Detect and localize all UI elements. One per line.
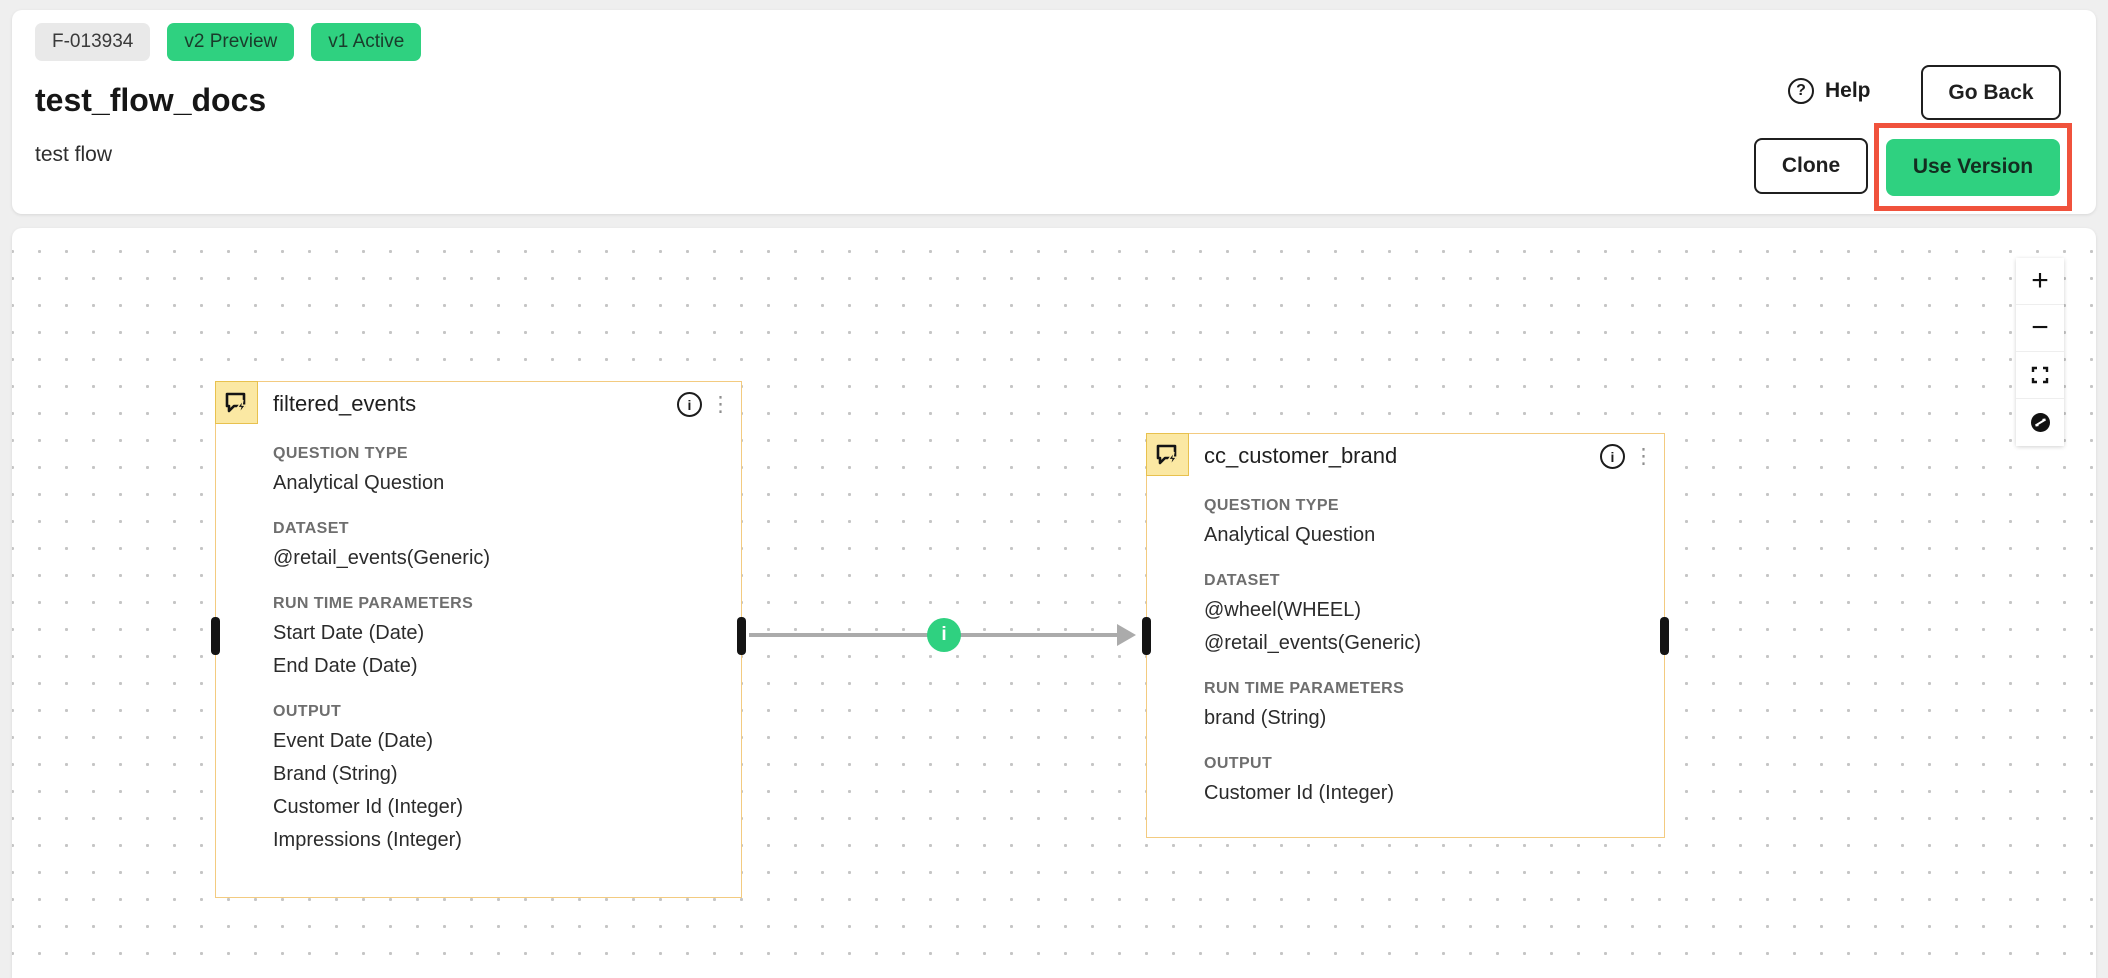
section-label: RUN TIME PARAMETERS — [1204, 680, 1405, 697]
go-back-button[interactable]: Go Back — [1921, 65, 2061, 120]
page-title: test_flow_docs — [35, 82, 267, 118]
help-label: Help — [1825, 79, 1871, 102]
flow-id-badge: F-013934 — [35, 23, 151, 61]
version-badge-v2[interactable]: v2 Preview — [167, 23, 295, 61]
highlight-annotation-box: Use Version — [1874, 123, 2072, 211]
chat-bolt-icon — [1145, 432, 1189, 476]
node-title: cc_customer_brand — [1204, 442, 1398, 468]
section-value: Customer Id (Integer) — [1204, 782, 1395, 804]
input-handle[interactable] — [211, 617, 220, 655]
node-menu-icon[interactable]: ⋮ — [710, 392, 731, 416]
section-label: OUTPUT — [1204, 755, 1273, 772]
edge-info-badge[interactable]: i — [927, 618, 961, 652]
section-label: DATASET — [273, 520, 349, 537]
node-menu-icon[interactable]: ⋮ — [1633, 444, 1654, 468]
section-value: End Date (Date) — [273, 655, 418, 677]
header-card: F-013934 v2 Preview v1 Active test_flow_… — [12, 10, 2096, 214]
zoom-out-button[interactable]: − — [2016, 305, 2064, 352]
badge-row: F-013934 v2 Preview v1 Active — [35, 23, 422, 61]
section-label: QUESTION TYPE — [1204, 497, 1339, 514]
canvas-controls: + − — [2016, 258, 2064, 446]
section-value: brand (String) — [1204, 707, 1327, 729]
output-handle[interactable] — [1660, 617, 1669, 655]
section-value: @retail_events(Generic) — [273, 547, 491, 569]
lock-interactivity-icon — [2030, 413, 2050, 432]
page-subtitle: test flow — [35, 143, 113, 166]
node-info-icon[interactable]: i — [677, 392, 702, 417]
node-header: cc_customer_brand — [1147, 434, 1664, 477]
lock-interactivity-button[interactable] — [2016, 399, 2064, 446]
output-handle[interactable] — [737, 617, 746, 655]
input-handle[interactable] — [1142, 617, 1151, 655]
flow-canvas[interactable]: i filtered_events i ⋮ QUESTION TYPE Anal… — [12, 228, 2096, 978]
version-badge-v1[interactable]: v1 Active — [311, 23, 422, 61]
node-body: QUESTION TYPE Analytical Question DATASE… — [216, 425, 741, 857]
section-label: QUESTION TYPE — [273, 445, 408, 462]
section-label: RUN TIME PARAMETERS — [273, 595, 474, 612]
node-info-icon[interactable]: i — [1600, 444, 1625, 469]
section-label: DATASET — [1204, 572, 1280, 589]
section-value: Brand (String) — [273, 763, 398, 785]
help-icon: ? — [1788, 78, 1814, 104]
help-button[interactable]: ? Help — [1788, 78, 1871, 104]
section-value: Impressions (Integer) — [273, 829, 462, 851]
node-header: filtered_events — [216, 382, 741, 425]
fit-view-button[interactable] — [2016, 352, 2064, 399]
zoom-in-button[interactable]: + — [2016, 258, 2064, 305]
section-value: Event Date (Date) — [273, 730, 434, 752]
chat-bolt-icon — [214, 380, 258, 424]
section-value: Start Date (Date) — [273, 622, 425, 644]
section-value: Analytical Question — [1204, 524, 1376, 546]
clone-button[interactable]: Clone — [1754, 138, 1868, 194]
fit-view-icon — [2031, 366, 2049, 384]
node-body: QUESTION TYPE Analytical Question DATASE… — [1147, 477, 1664, 810]
node-filtered-events[interactable]: filtered_events i ⋮ QUESTION TYPE Analyt… — [211, 380, 746, 898]
section-label: OUTPUT — [273, 703, 342, 720]
section-value: Analytical Question — [273, 472, 445, 494]
use-version-button[interactable]: Use Version — [1886, 138, 2060, 196]
section-value: Customer Id (Integer) — [273, 796, 464, 818]
node-cc-customer-brand[interactable]: cc_customer_brand i ⋮ QUESTION TYPE Anal… — [1142, 432, 1669, 838]
section-value: @wheel(WHEEL) — [1204, 599, 1362, 621]
node-title: filtered_events — [273, 390, 417, 416]
edge-arrow-icon — [1117, 624, 1136, 646]
section-value: @retail_events(Generic) — [1204, 632, 1422, 654]
